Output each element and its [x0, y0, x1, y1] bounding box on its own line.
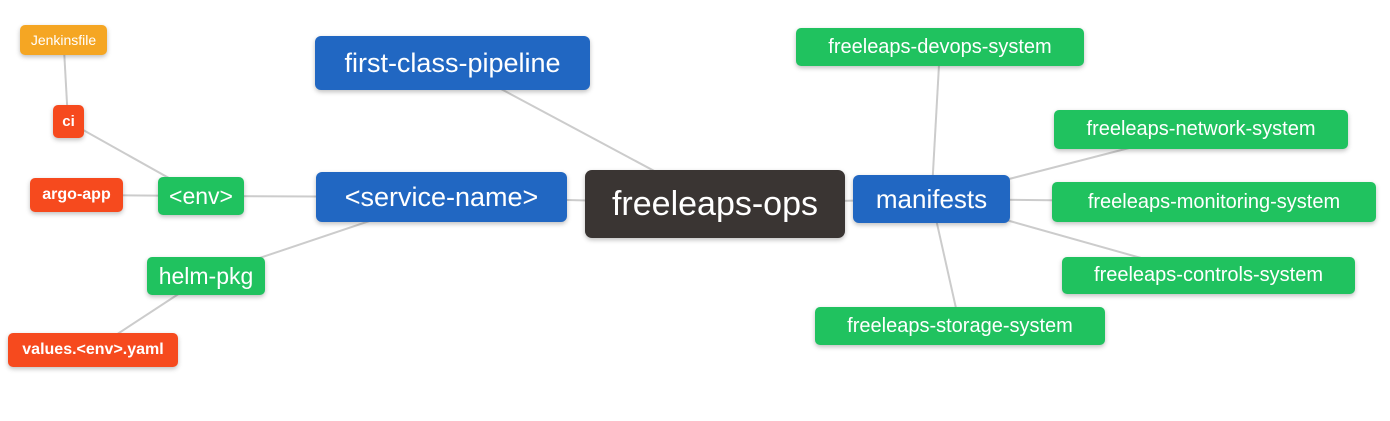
- edge-manifests-devops-system: [930, 46, 941, 200]
- node-freeleaps-network-system[interactable]: freeleaps-network-system: [1054, 110, 1348, 149]
- node-jenkinsfile[interactable]: Jenkinsfile: [20, 25, 107, 55]
- node-ci[interactable]: ci: [53, 105, 84, 138]
- node-first-class-pipeline[interactable]: first-class-pipeline: [315, 36, 590, 90]
- node-freeleaps-controls-system[interactable]: freeleaps-controls-system: [1062, 257, 1355, 294]
- node-manifests[interactable]: manifests: [853, 175, 1010, 223]
- node-argo-app[interactable]: argo-app: [30, 178, 123, 212]
- node-env[interactable]: <env>: [158, 177, 244, 215]
- node-freeleaps-storage-system[interactable]: freeleaps-storage-system: [815, 307, 1105, 345]
- node-freeleaps-ops[interactable]: freeleaps-ops: [585, 170, 845, 238]
- node-values-env-yaml[interactable]: values.<env>.yaml: [8, 333, 178, 367]
- node-freeleaps-monitoring-system[interactable]: freeleaps-monitoring-system: [1052, 182, 1376, 222]
- node-freeleaps-devops-system[interactable]: freeleaps-devops-system: [796, 28, 1084, 66]
- node-service-name[interactable]: <service-name>: [316, 172, 567, 222]
- node-helm-pkg[interactable]: helm-pkg: [147, 257, 265, 295]
